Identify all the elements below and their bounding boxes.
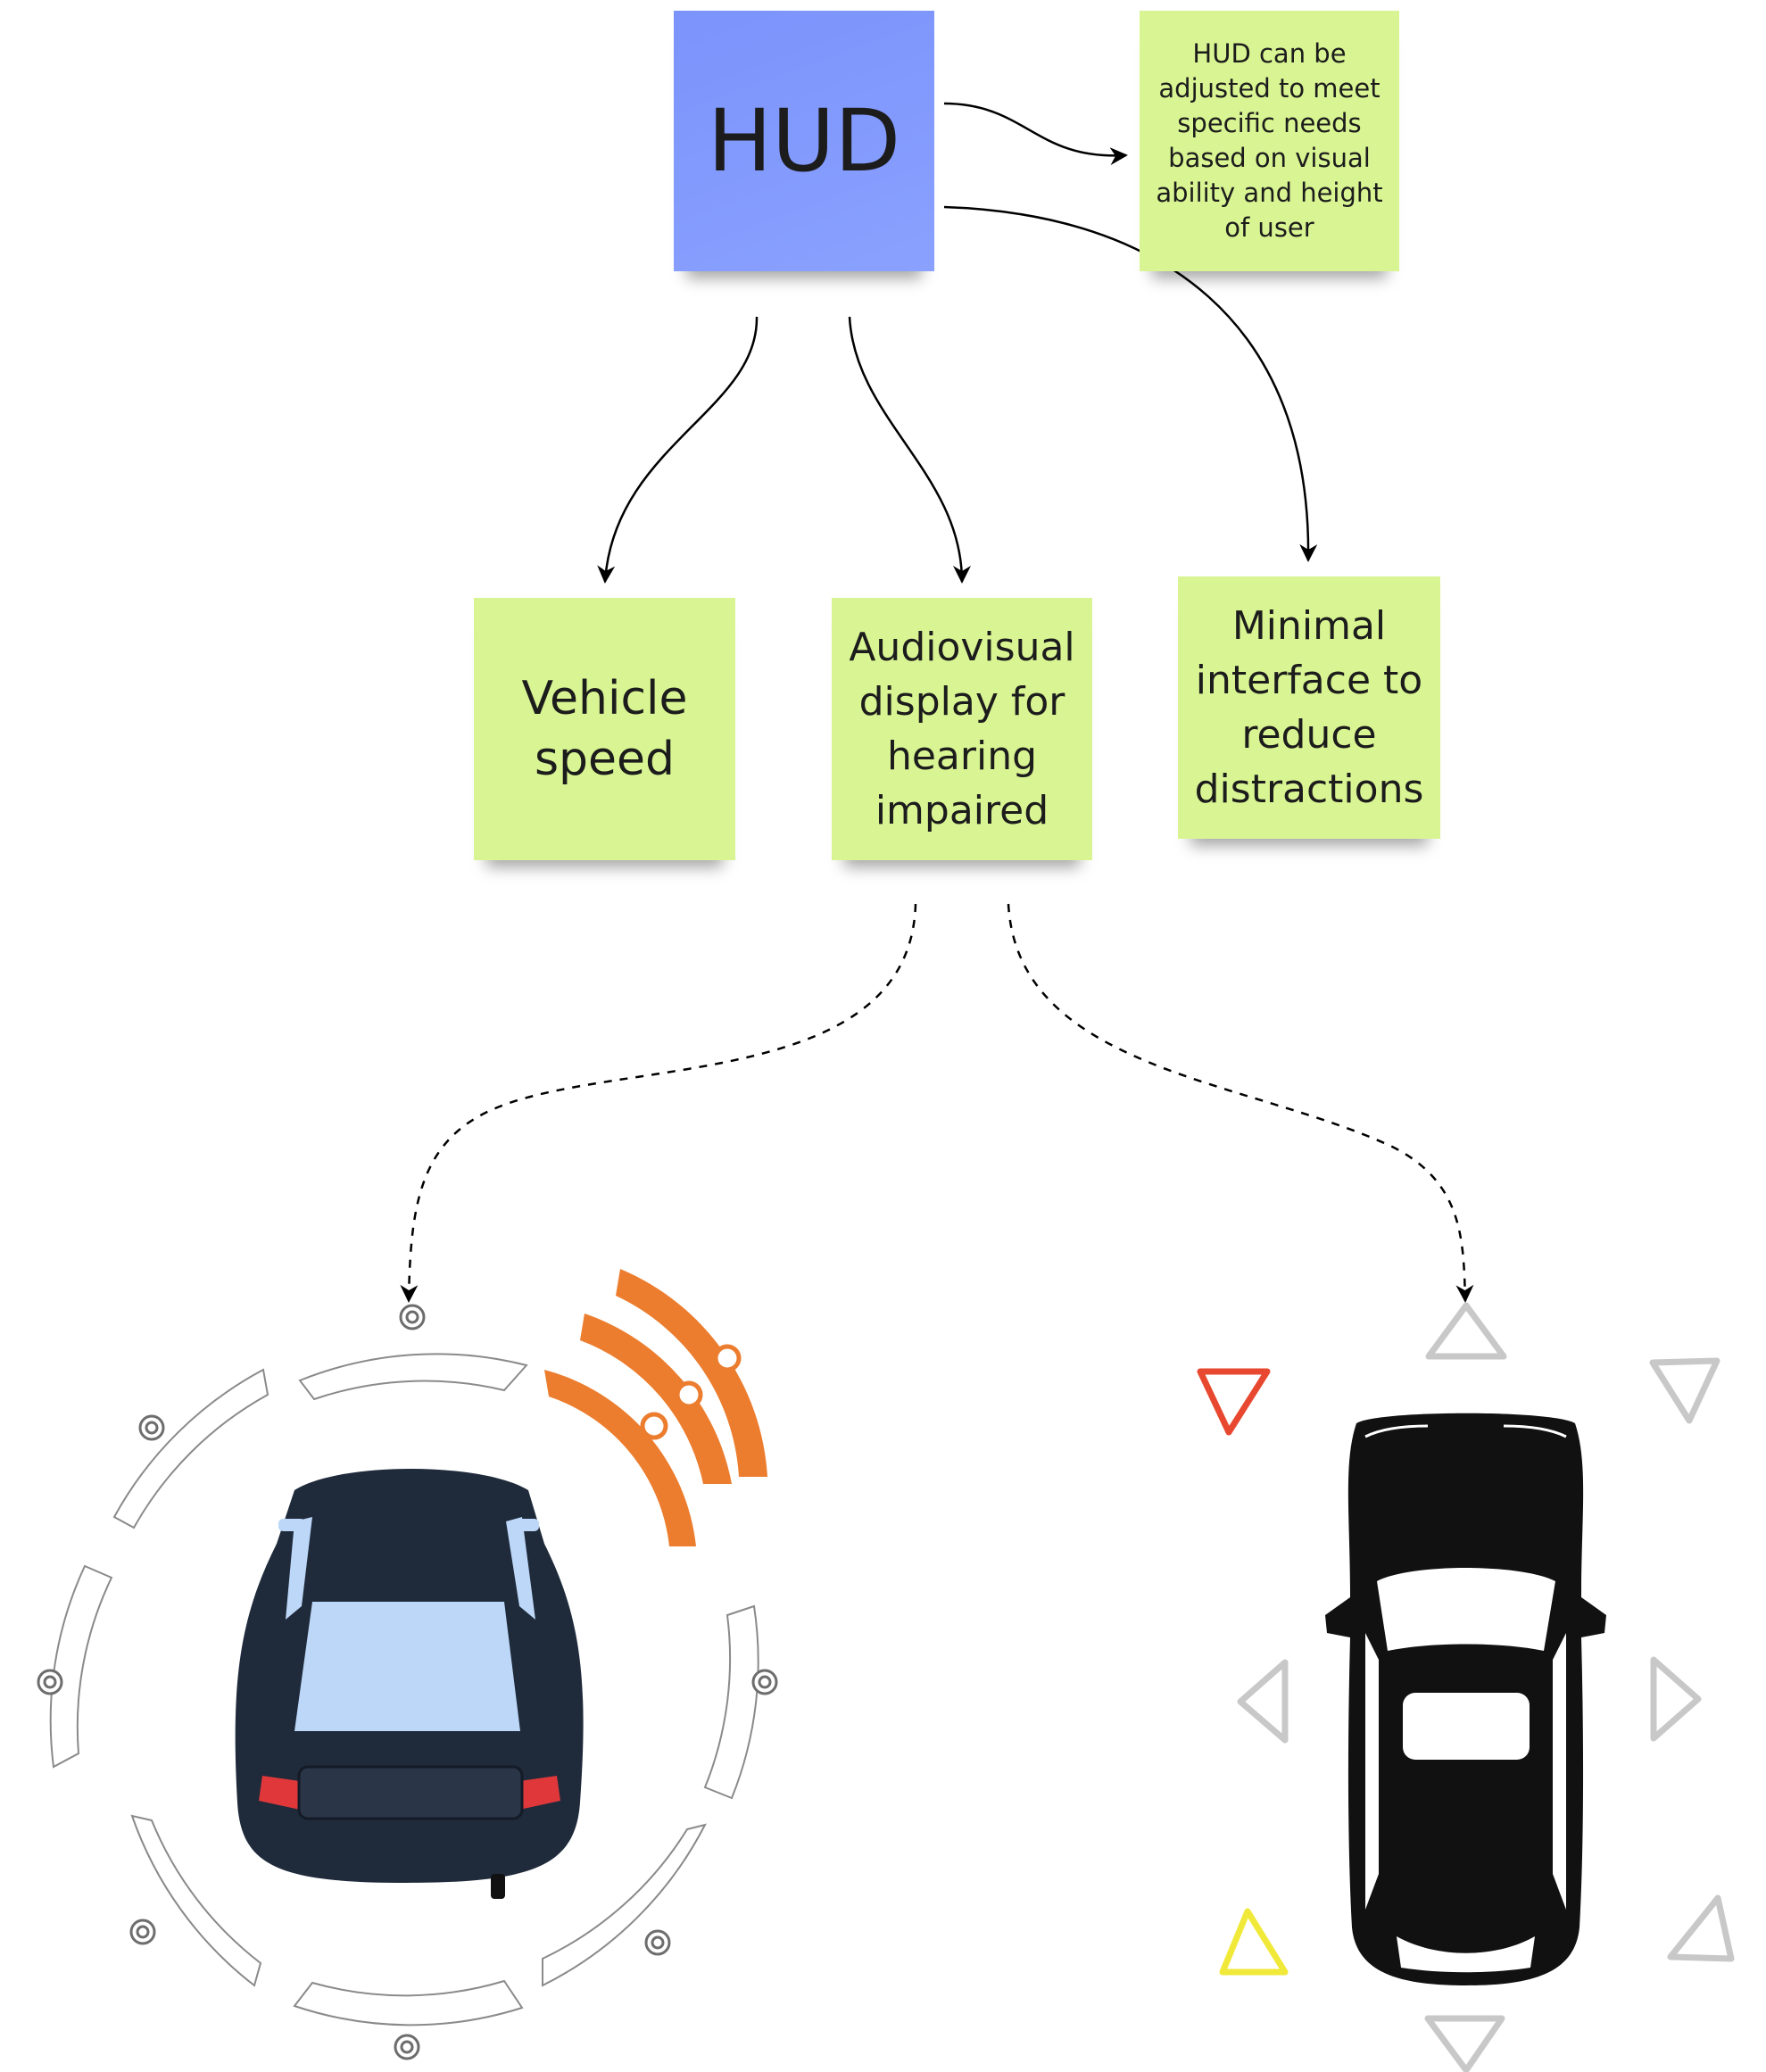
signal-waves-icon — [544, 1269, 767, 1546]
yellow-alert-triangle-icon — [1219, 1908, 1289, 1976]
triangle-right-down-indicator-icon — [1649, 1357, 1720, 1424]
dashed-arrow-to-indicator-car — [1007, 903, 1474, 1303]
audiovisual-display-note-text: Audiovisual display for hearing impaired — [849, 625, 1075, 833]
adjustable-hud-note-text: HUD can be adjusted to meet specific nee… — [1156, 38, 1383, 243]
vehicle-speed-note[interactable]: Vehicle speed — [474, 598, 735, 860]
sensor-ring — [49, 1353, 759, 2026]
hud-note[interactable]: HUD — [674, 11, 934, 271]
arrow-hud-to-adjust-note — [943, 102, 1128, 166]
triangle-right-indicator-icon — [1650, 1656, 1702, 1742]
black-car-icon — [1325, 1413, 1606, 1985]
hud-note-text: HUD — [707, 91, 901, 191]
sensor-nodes — [37, 1304, 778, 2060]
direction-indicators — [1197, 1302, 1735, 2072]
dark-car-icon — [235, 1469, 584, 1899]
red-alert-triangle-icon — [1197, 1368, 1271, 1436]
triangle-up-indicator-icon — [1425, 1302, 1507, 1360]
audiovisual-display-note[interactable]: Audiovisual display for hearing impaired — [832, 598, 1092, 860]
vehicle-speed-note-text: Vehicle speed — [521, 672, 688, 786]
minimal-interface-note[interactable]: Minimal interface to reduce distractions — [1178, 576, 1440, 839]
dashed-arrow-to-sensor-car — [400, 903, 917, 1303]
arrow-hud-to-speed-note — [597, 316, 759, 584]
arrow-hud-to-audiovisual-note — [848, 316, 971, 584]
triangle-down-indicator-icon — [1424, 2015, 1505, 2072]
minimal-interface-note-text: Minimal interface to reduce distractions — [1194, 603, 1424, 812]
triangle-up-right-indicator-icon — [1667, 1894, 1735, 1962]
arrow-hud-to-minimal-note — [943, 205, 1318, 562]
triangle-left-indicator-icon — [1237, 1659, 1289, 1744]
adjustable-hud-note[interactable]: HUD can be adjusted to meet specific nee… — [1140, 11, 1399, 271]
